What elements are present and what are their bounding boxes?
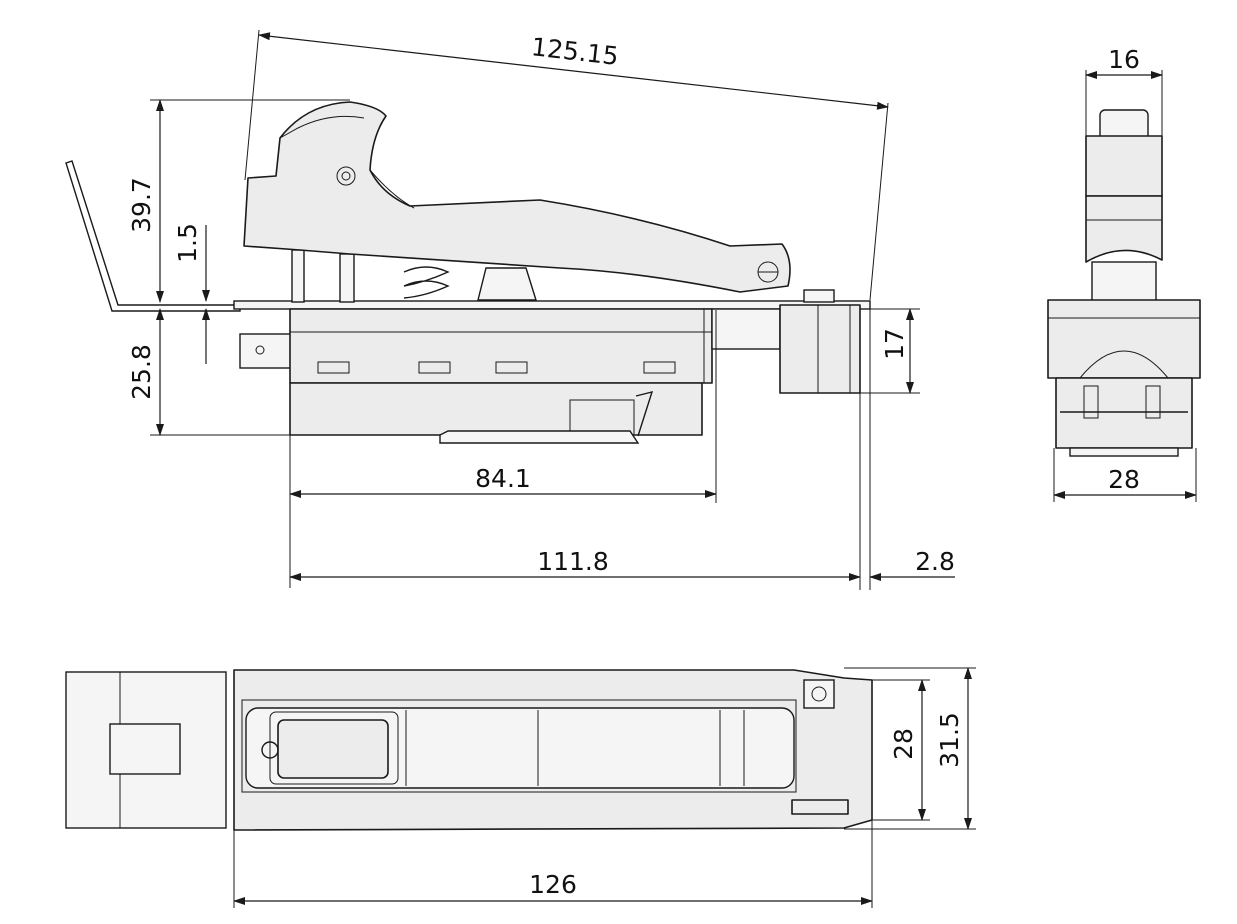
side-right-housing <box>711 308 781 350</box>
end-housing <box>1047 299 1201 379</box>
side-terminal-tab <box>239 333 293 369</box>
end-dome <box>1079 350 1169 379</box>
side-wire-lead <box>635 391 654 437</box>
top-view-dimensions: 28 31.5 126 <box>233 667 976 908</box>
side-plunger-mount <box>477 267 537 301</box>
dim-label-side-total-length: 111.8 <box>537 547 609 576</box>
side-slot-2 <box>418 361 451 374</box>
top-view <box>65 669 873 831</box>
side-right-block <box>779 304 861 394</box>
dim-label-end-top-width: 16 <box>1108 45 1140 74</box>
side-terminal-hole <box>255 345 265 355</box>
end-view <box>1047 109 1201 457</box>
dim-label-side-body-height: 25.8 <box>127 344 156 400</box>
end-trigger-body <box>1085 135 1163 197</box>
top-lead-window <box>109 723 181 775</box>
side-post-mid <box>339 253 355 303</box>
dim-label-side-diagonal: 125.15 <box>530 32 620 71</box>
end-stem <box>1091 261 1157 303</box>
side-top-stud <box>803 289 835 303</box>
end-bottom-foot <box>1069 447 1179 457</box>
end-trigger-neck <box>1085 195 1163 263</box>
end-terminal-right <box>1145 385 1161 419</box>
end-view-dimensions: 16 28 <box>1053 45 1197 502</box>
side-spring <box>403 266 450 299</box>
end-lower-body <box>1055 377 1193 449</box>
end-terminal-left <box>1083 385 1099 419</box>
side-post-left <box>291 249 305 303</box>
dim-label-end-bottom-width: 28 <box>1108 465 1140 494</box>
side-slot-3 <box>495 361 528 374</box>
side-view-dimensions: 125.15 39.7 1.5 25.8 17 84.1 111.8 2.8 <box>127 29 955 590</box>
dim-label-top-outer-width: 31.5 <box>935 712 964 768</box>
side-bottom-foot <box>439 430 640 444</box>
side-view <box>65 101 871 444</box>
top-bottom-tab <box>791 799 849 815</box>
dim-label-side-offset: 2.8 <box>915 547 955 576</box>
dim-label-side-body-length: 84.1 <box>475 464 531 493</box>
top-square-stud <box>803 679 835 709</box>
side-base-plate <box>233 300 871 310</box>
side-switch-body <box>289 308 713 384</box>
dim-label-side-right-height: 17 <box>880 328 909 360</box>
top-carriage <box>277 719 389 779</box>
side-trigger-lever <box>243 101 791 293</box>
side-slot-4 <box>643 361 676 374</box>
side-pivot-pin <box>336 166 356 186</box>
side-slot-1 <box>317 361 350 374</box>
top-screw <box>261 741 279 759</box>
dim-label-side-height: 39.7 <box>127 177 156 233</box>
dim-label-top-inner-width: 28 <box>889 728 918 760</box>
dim-label-top-total-length: 126 <box>529 870 577 899</box>
top-inner-frame <box>241 699 797 793</box>
dim-label-side-plate: 1.5 <box>173 223 202 263</box>
